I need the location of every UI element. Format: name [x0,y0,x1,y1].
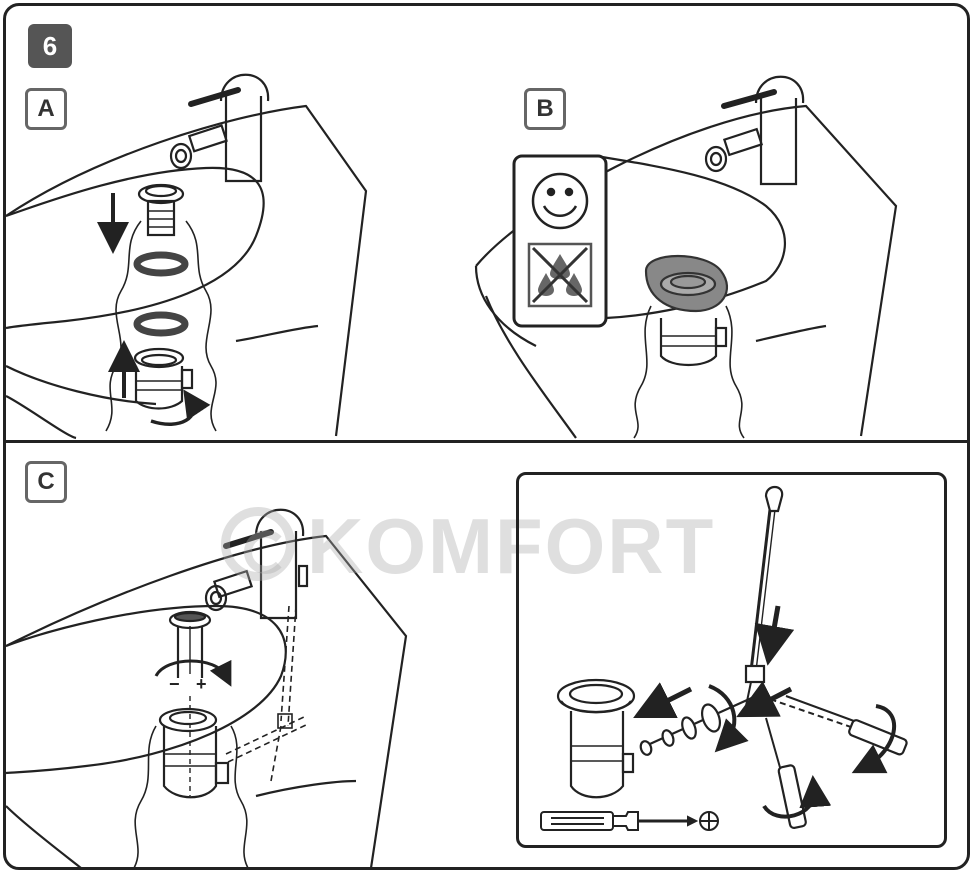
panel-b-sign [512,154,608,328]
panel-label-b: B [524,88,566,130]
detail-inset-frame [516,472,947,848]
watermark: KOMFORT [221,501,715,592]
illustration-canvas [6,73,908,867]
no-water-drops-icon [527,242,593,308]
step-number-badge: 6 [28,24,72,68]
minus-sign: − [169,674,180,694]
instruction-sheet: 6 A B C KOMFORT − + [3,3,970,870]
panel-divider [6,440,967,443]
watermark-text: KOMFORT [307,502,716,590]
panel-label-c: C [25,461,67,503]
panel-b-illustration [474,75,898,439]
plus-sign: + [196,674,207,694]
panel-a-illustration [6,73,368,440]
panel-label-a: A [25,88,67,130]
watermark-logo-icon [221,507,295,581]
phillips-screwdriver-icon [540,811,719,831]
smiley-icon [531,172,589,230]
inset-illustration [556,485,908,830]
